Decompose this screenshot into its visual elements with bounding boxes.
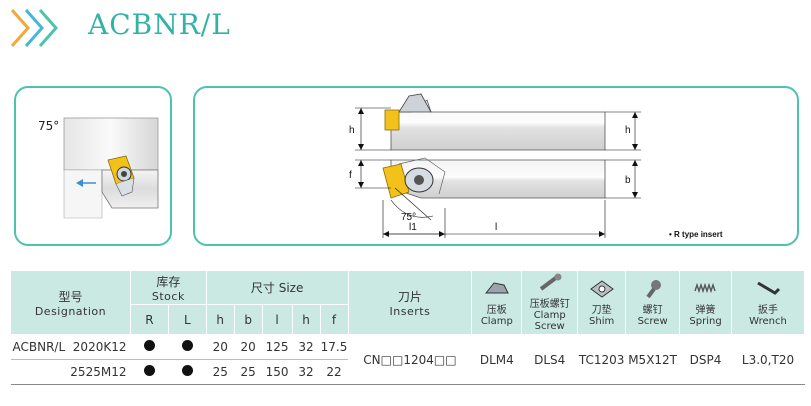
- table-row: 2525M12 25 25 150 32 22: [10, 359, 805, 385]
- clamp-screw-cell: DLS4: [521, 334, 578, 385]
- size-b-cell: 25: [234, 359, 263, 385]
- size-f-cell: 22: [320, 359, 348, 385]
- dim-l: l: [495, 222, 497, 233]
- tool-drawing-panel: h f h b 75° l1 l • R type insert: [193, 86, 799, 246]
- size-f-cell: 17.5: [320, 334, 348, 360]
- insert-type-note: • R type insert: [669, 230, 723, 239]
- dim-f: f: [349, 170, 352, 181]
- shim-icon: [589, 279, 614, 298]
- size-col-f: f: [319, 304, 349, 335]
- shim-cell: TC1203: [577, 334, 626, 385]
- clamp-screw-icon: [539, 273, 562, 291]
- top-view-panel: 75°: [14, 86, 172, 246]
- size-col-b: b: [233, 304, 263, 335]
- screw-icon: [646, 279, 661, 298]
- dim-b: b: [625, 175, 631, 186]
- clamp-cell: DLM4: [471, 334, 522, 385]
- dim-angle: 75°: [401, 212, 416, 223]
- spring-cell: DSP4: [679, 334, 732, 385]
- spring-icon: [693, 282, 716, 293]
- size-h-cell: 20: [206, 334, 235, 360]
- size-h-cell: 25: [206, 359, 235, 385]
- designation-cell: 2525M12: [10, 359, 131, 385]
- stock-r-header: R: [129, 304, 169, 335]
- page-header: ACBNR/L: [0, 0, 811, 60]
- size-h1-cell: 32: [292, 359, 321, 385]
- size-l-cell: 150: [262, 359, 293, 385]
- tool-holder-drawing: h f h b 75° l1 l: [349, 93, 641, 238]
- screw-cell: M5X12T: [625, 334, 680, 385]
- angle-label: 75°: [38, 119, 60, 133]
- dim-h-right: h: [625, 125, 631, 136]
- size-col-h: h: [205, 304, 235, 335]
- table-row: ACBNR/L 2020K12 20 20 125 32 17.5 CN□□12…: [10, 334, 805, 385]
- stock-l-cell: [168, 359, 207, 385]
- size-col-l: l: [261, 304, 293, 335]
- size-b-cell: 20: [234, 334, 263, 360]
- size-header: 尺寸 Size: [205, 270, 349, 305]
- insert-cell: CN□□1204□□: [348, 334, 472, 385]
- page-title: ACBNR/L: [88, 8, 231, 41]
- top-view-drawing: [63, 117, 159, 219]
- stock-l-cell: [168, 334, 207, 360]
- size-col-h1: h: [291, 304, 321, 335]
- wrench-cell: L3.0,T20: [731, 334, 805, 385]
- stock-l-header: L: [167, 304, 207, 335]
- clamp-icon: [484, 281, 509, 293]
- chevron-right-icon: [10, 9, 59, 47]
- size-h1-cell: 32: [292, 334, 321, 360]
- stock-r-cell: [130, 359, 169, 385]
- designation-cell: ACBNR/L 2020K12: [10, 334, 131, 360]
- dim-h-left: h: [349, 125, 355, 136]
- size-l-cell: 125: [262, 334, 293, 360]
- stock-r-cell: [130, 334, 169, 360]
- wrench-icon: [757, 281, 781, 295]
- dim-l1: l1: [409, 222, 417, 233]
